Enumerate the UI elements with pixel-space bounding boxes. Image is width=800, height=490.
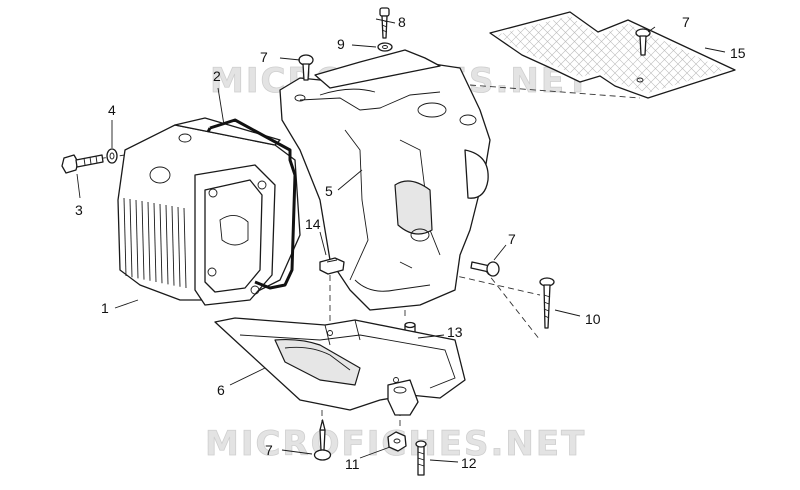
part-7-screw-right bbox=[470, 261, 500, 277]
part-5-housing bbox=[279, 61, 491, 311]
part-3-bolt bbox=[61, 154, 104, 174]
callout-7-bottom: 7 bbox=[265, 442, 273, 458]
callout-13: 13 bbox=[447, 324, 463, 340]
bracket-plate bbox=[294, 49, 441, 102]
part-14-clip bbox=[319, 257, 345, 275]
part-11-nut bbox=[387, 431, 407, 452]
callout-6: 6 bbox=[217, 382, 225, 398]
callout-9: 9 bbox=[337, 36, 345, 52]
callout-10: 10 bbox=[585, 311, 601, 327]
watermark-bottom: MICROFICHES.NET bbox=[205, 424, 586, 464]
part-6-lower-tray bbox=[214, 317, 466, 416]
callout-8: 8 bbox=[398, 14, 406, 30]
callout-7-right: 7 bbox=[508, 231, 516, 247]
callout-15: 15 bbox=[730, 45, 746, 61]
part-10-long-bolt bbox=[539, 277, 555, 329]
callout-7-top: 7 bbox=[260, 49, 268, 65]
leader-lines bbox=[76, 18, 726, 463]
part-7-screw-bottom bbox=[313, 419, 332, 461]
part-9-washer bbox=[377, 42, 393, 52]
part-8-screw bbox=[379, 7, 390, 39]
callout-1: 1 bbox=[101, 300, 109, 316]
part-2-o-ring bbox=[206, 118, 297, 290]
part-12-bolt bbox=[415, 440, 427, 476]
part-7-screw-mat bbox=[635, 28, 651, 56]
callout-labels: 1 2 3 4 5 6 7 7 7 7 8 9 10 11 12 13 14 1… bbox=[75, 14, 746, 472]
part-4-washer bbox=[106, 148, 118, 164]
callout-3: 3 bbox=[75, 202, 83, 218]
callout-5: 5 bbox=[325, 183, 333, 199]
callout-14: 14 bbox=[305, 216, 321, 232]
part-1-head-cover bbox=[117, 117, 301, 306]
callout-7-mat: 7 bbox=[682, 14, 690, 30]
callout-4: 4 bbox=[108, 102, 116, 118]
callout-11: 11 bbox=[345, 456, 360, 472]
callout-12: 12 bbox=[461, 455, 477, 471]
callout-2: 2 bbox=[213, 68, 221, 84]
